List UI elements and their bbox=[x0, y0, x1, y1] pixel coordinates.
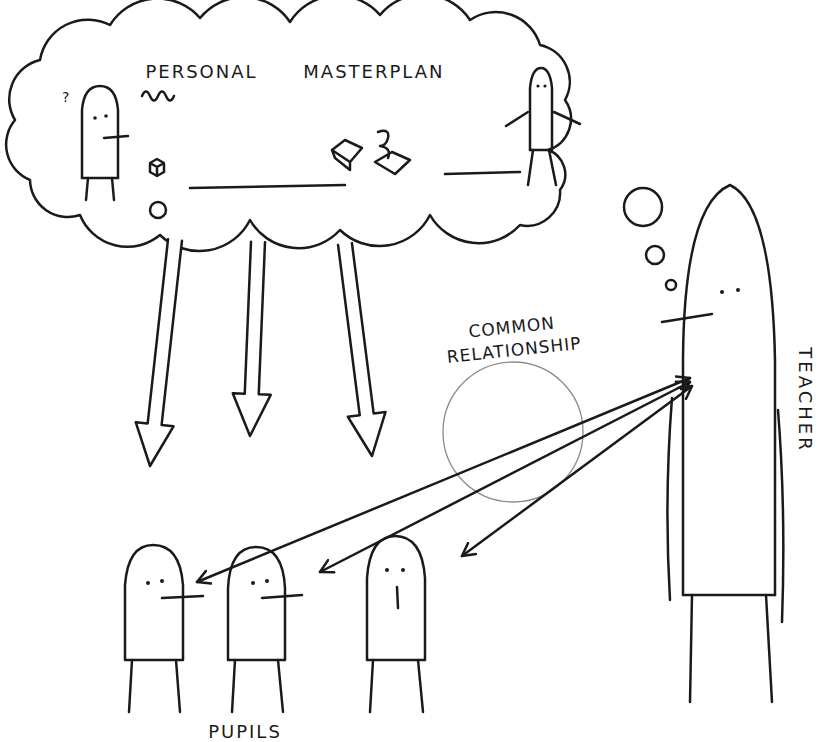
figure-arm bbox=[104, 136, 128, 138]
pupil-figure bbox=[125, 545, 203, 712]
figure-eye bbox=[536, 84, 539, 87]
figure-body bbox=[82, 86, 118, 178]
thought-bubble bbox=[624, 188, 662, 226]
figure-eye bbox=[401, 568, 405, 572]
figure-eye bbox=[265, 579, 269, 583]
question-mark: ? bbox=[62, 86, 70, 109]
relationship-circle bbox=[443, 362, 583, 502]
relationship-arrow bbox=[197, 378, 690, 582]
figure-eye bbox=[93, 116, 97, 120]
timeline-line bbox=[445, 172, 520, 174]
figure-arm bbox=[162, 596, 203, 598]
figure-eye bbox=[160, 579, 164, 583]
timeline-line bbox=[190, 185, 345, 188]
figure-arms bbox=[506, 112, 580, 126]
figure-arms bbox=[667, 398, 783, 622]
hollow-arrow bbox=[338, 243, 385, 456]
role-label: TEACHER bbox=[793, 347, 817, 452]
figure-body bbox=[228, 547, 285, 660]
thought-bubble bbox=[150, 202, 166, 218]
figure-body bbox=[367, 536, 425, 660]
book-symbol bbox=[332, 140, 362, 170]
paper-symbol bbox=[375, 131, 410, 174]
figure-arm bbox=[262, 595, 302, 598]
figure-legs bbox=[129, 660, 180, 712]
figure-legs bbox=[86, 178, 114, 200]
thought-cloud: PERSONAL MASTERPLAN bbox=[15, 2, 575, 242]
pupil-figure bbox=[367, 536, 425, 712]
hollow-arrow bbox=[136, 239, 182, 466]
hollow-arrow bbox=[233, 242, 271, 436]
thought-bubble bbox=[646, 246, 664, 264]
figure-eye bbox=[104, 114, 108, 118]
figure-waist bbox=[683, 594, 775, 597]
relationship-label: COMMON RELATIONSHIP bbox=[426, 307, 600, 371]
pupil-figure bbox=[228, 547, 302, 712]
cube-symbol bbox=[150, 159, 164, 176]
figure-body bbox=[125, 545, 183, 660]
relationship-arrow bbox=[320, 382, 690, 572]
thought-bubble bbox=[666, 280, 676, 290]
figure-eye bbox=[146, 581, 150, 585]
teacher-node: TEACHER bbox=[680, 180, 780, 705]
figure-arm bbox=[662, 314, 712, 322]
figure-body bbox=[683, 185, 775, 595]
figure-body bbox=[530, 68, 552, 150]
figure-eye bbox=[251, 581, 255, 585]
figure-eye bbox=[736, 288, 740, 292]
cloud-outline bbox=[6, 0, 571, 251]
teacher-figure bbox=[662, 185, 783, 702]
group-label: PUPILS bbox=[208, 720, 282, 742]
figure-legs bbox=[370, 660, 423, 712]
figure-legs bbox=[232, 660, 283, 712]
pupils-group: PUPILS bbox=[115, 530, 475, 742]
figure-eye bbox=[720, 290, 724, 294]
squiggle bbox=[142, 92, 174, 101]
figure-eye bbox=[543, 84, 546, 87]
small-figure bbox=[82, 86, 128, 200]
figure-eye bbox=[385, 568, 389, 572]
figure-mouth bbox=[397, 587, 398, 608]
figure-legs bbox=[528, 150, 556, 185]
cloud-title: PERSONAL MASTERPLAN bbox=[15, 60, 575, 84]
cloud-outline-layer bbox=[15, 2, 575, 242]
figure-legs bbox=[690, 595, 772, 702]
relationship-arrow bbox=[462, 386, 692, 556]
